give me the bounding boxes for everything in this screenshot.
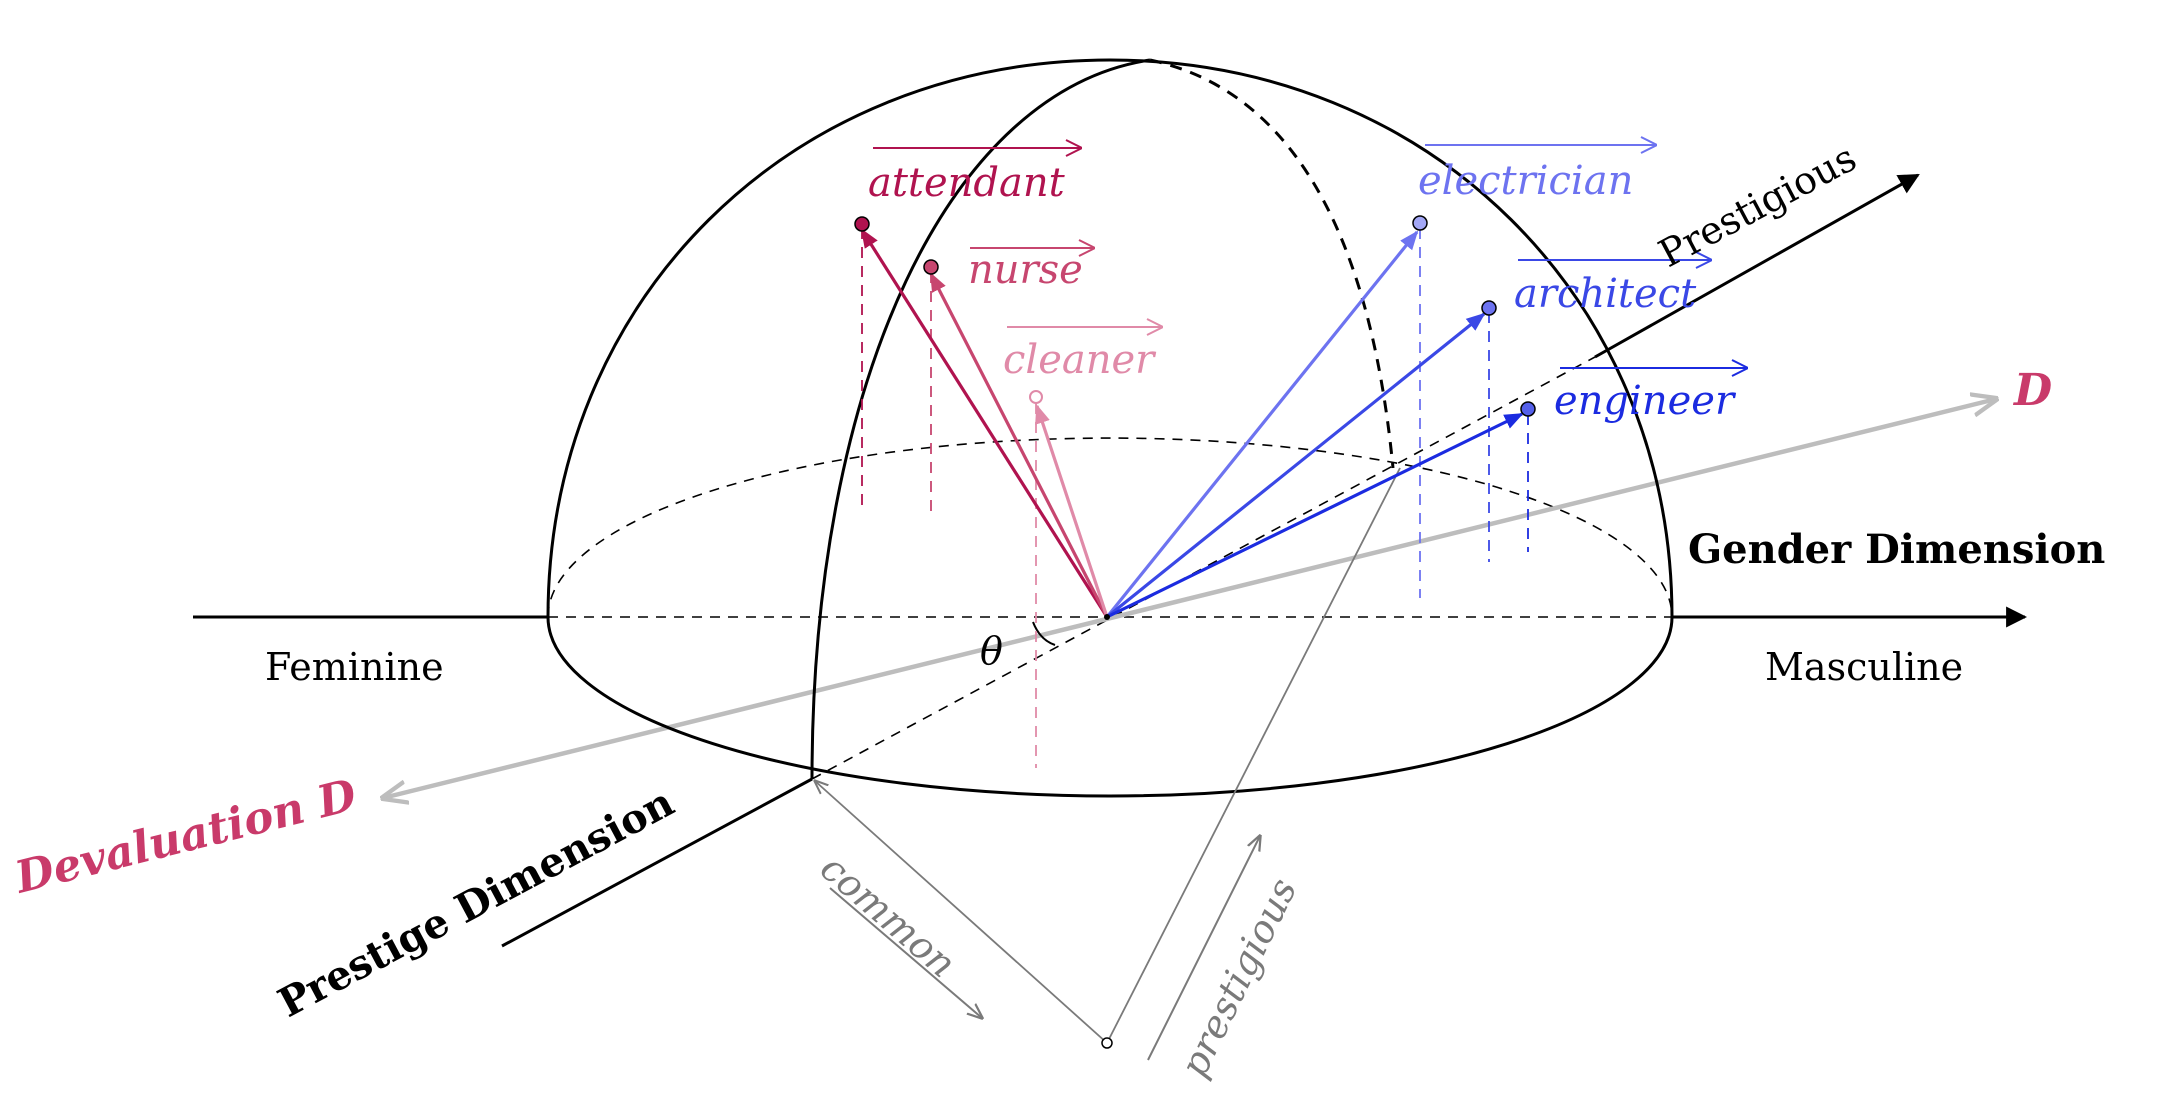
great-circle-back [1149, 58, 1395, 469]
nurse-point [923, 259, 939, 275]
devaluation-vector [383, 399, 1996, 798]
attendant-point [854, 216, 870, 232]
projection-to-common [815, 781, 1108, 1044]
architect-point [1481, 300, 1497, 316]
attendant-label: attendant [868, 160, 1066, 206]
common-arrow [829, 887, 982, 1018]
engineer-point [1520, 401, 1536, 417]
prestigious-axis-label: Prestigious [1652, 135, 1864, 275]
great-circle-arc [810, 58, 1151, 780]
attendant-vector [860, 228, 1109, 618]
equator-back [547, 437, 1673, 618]
dome-outline [546, 58, 1674, 618]
engineer-label: engineer [1554, 378, 1737, 424]
nurse-vector [929, 272, 1109, 618]
nurse-label: nurse [968, 247, 1083, 293]
projection-origin [1101, 1037, 1113, 1049]
projection-to-prestige [1106, 467, 1401, 1044]
prestigious-label: prestigious [1172, 871, 1306, 1084]
equator-front [546, 616, 1674, 798]
electrician-point [1412, 215, 1428, 231]
architect-vector [1105, 312, 1486, 619]
cleaner-vector [1035, 404, 1109, 618]
cleaner-point [1029, 390, 1043, 404]
devaluation-left-label: Devaluation D [8, 770, 361, 904]
feminine-label: Feminine [265, 645, 444, 689]
electrician-vector [1105, 230, 1419, 619]
cleaner-label: cleaner [1003, 337, 1157, 383]
origin-point [1104, 614, 1110, 620]
theta-label: θ [980, 629, 1003, 673]
prestigious-arrow [1147, 836, 1260, 1061]
prestige-axis-dashed [811, 356, 1596, 780]
architect-label: architect [1514, 271, 1697, 317]
prestige-axis-back [1594, 173, 1920, 359]
common-label: common [812, 846, 964, 987]
gender-dimension-title: Gender Dimension [1688, 526, 2105, 573]
engineer-vector [1106, 412, 1524, 619]
electrician-label: electrician [1418, 158, 1633, 204]
prestige-axis-front [501, 777, 813, 948]
theta-arc [1032, 621, 1056, 646]
masculine-label: Masculine [1765, 645, 1963, 689]
devaluation-right-label: D [2012, 365, 2052, 416]
